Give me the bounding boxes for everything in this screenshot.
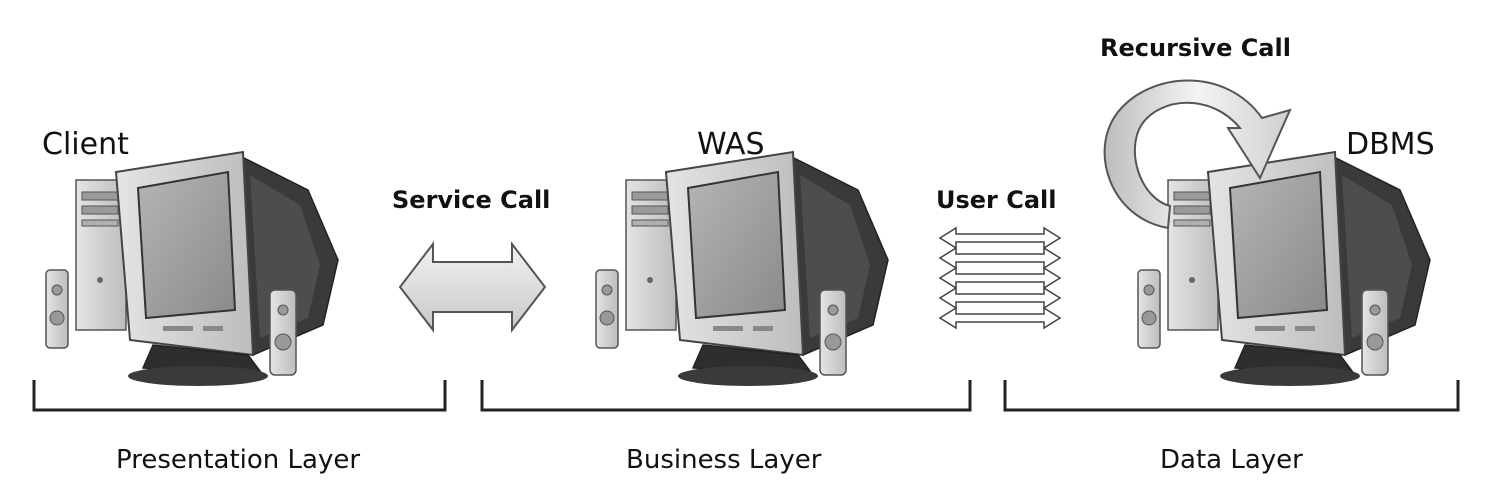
user-call-arrows-icon xyxy=(939,227,1061,329)
client-label: Client xyxy=(42,127,129,162)
data-layer-bracket xyxy=(1003,380,1460,412)
was-computer-icon xyxy=(595,151,889,387)
user-call-label: User Call xyxy=(936,186,1057,214)
recursive-call-arrow-icon xyxy=(1103,79,1292,230)
recursive-call-label: Recursive Call xyxy=(1100,34,1291,62)
service-call-arrow-icon xyxy=(398,241,547,333)
service-call-label: Service Call xyxy=(392,186,551,214)
business-layer-label: Business Layer xyxy=(626,445,822,475)
business-layer-bracket xyxy=(480,380,972,412)
presentation-layer-label: Presentation Layer xyxy=(116,445,361,475)
data-layer-label: Data Layer xyxy=(1160,445,1303,475)
dbms-label: DBMS xyxy=(1346,127,1435,162)
was-label: WAS xyxy=(697,127,765,162)
client-computer-icon xyxy=(45,151,339,387)
presentation-layer-bracket xyxy=(32,380,447,412)
dbms-computer-icon xyxy=(1137,151,1431,387)
